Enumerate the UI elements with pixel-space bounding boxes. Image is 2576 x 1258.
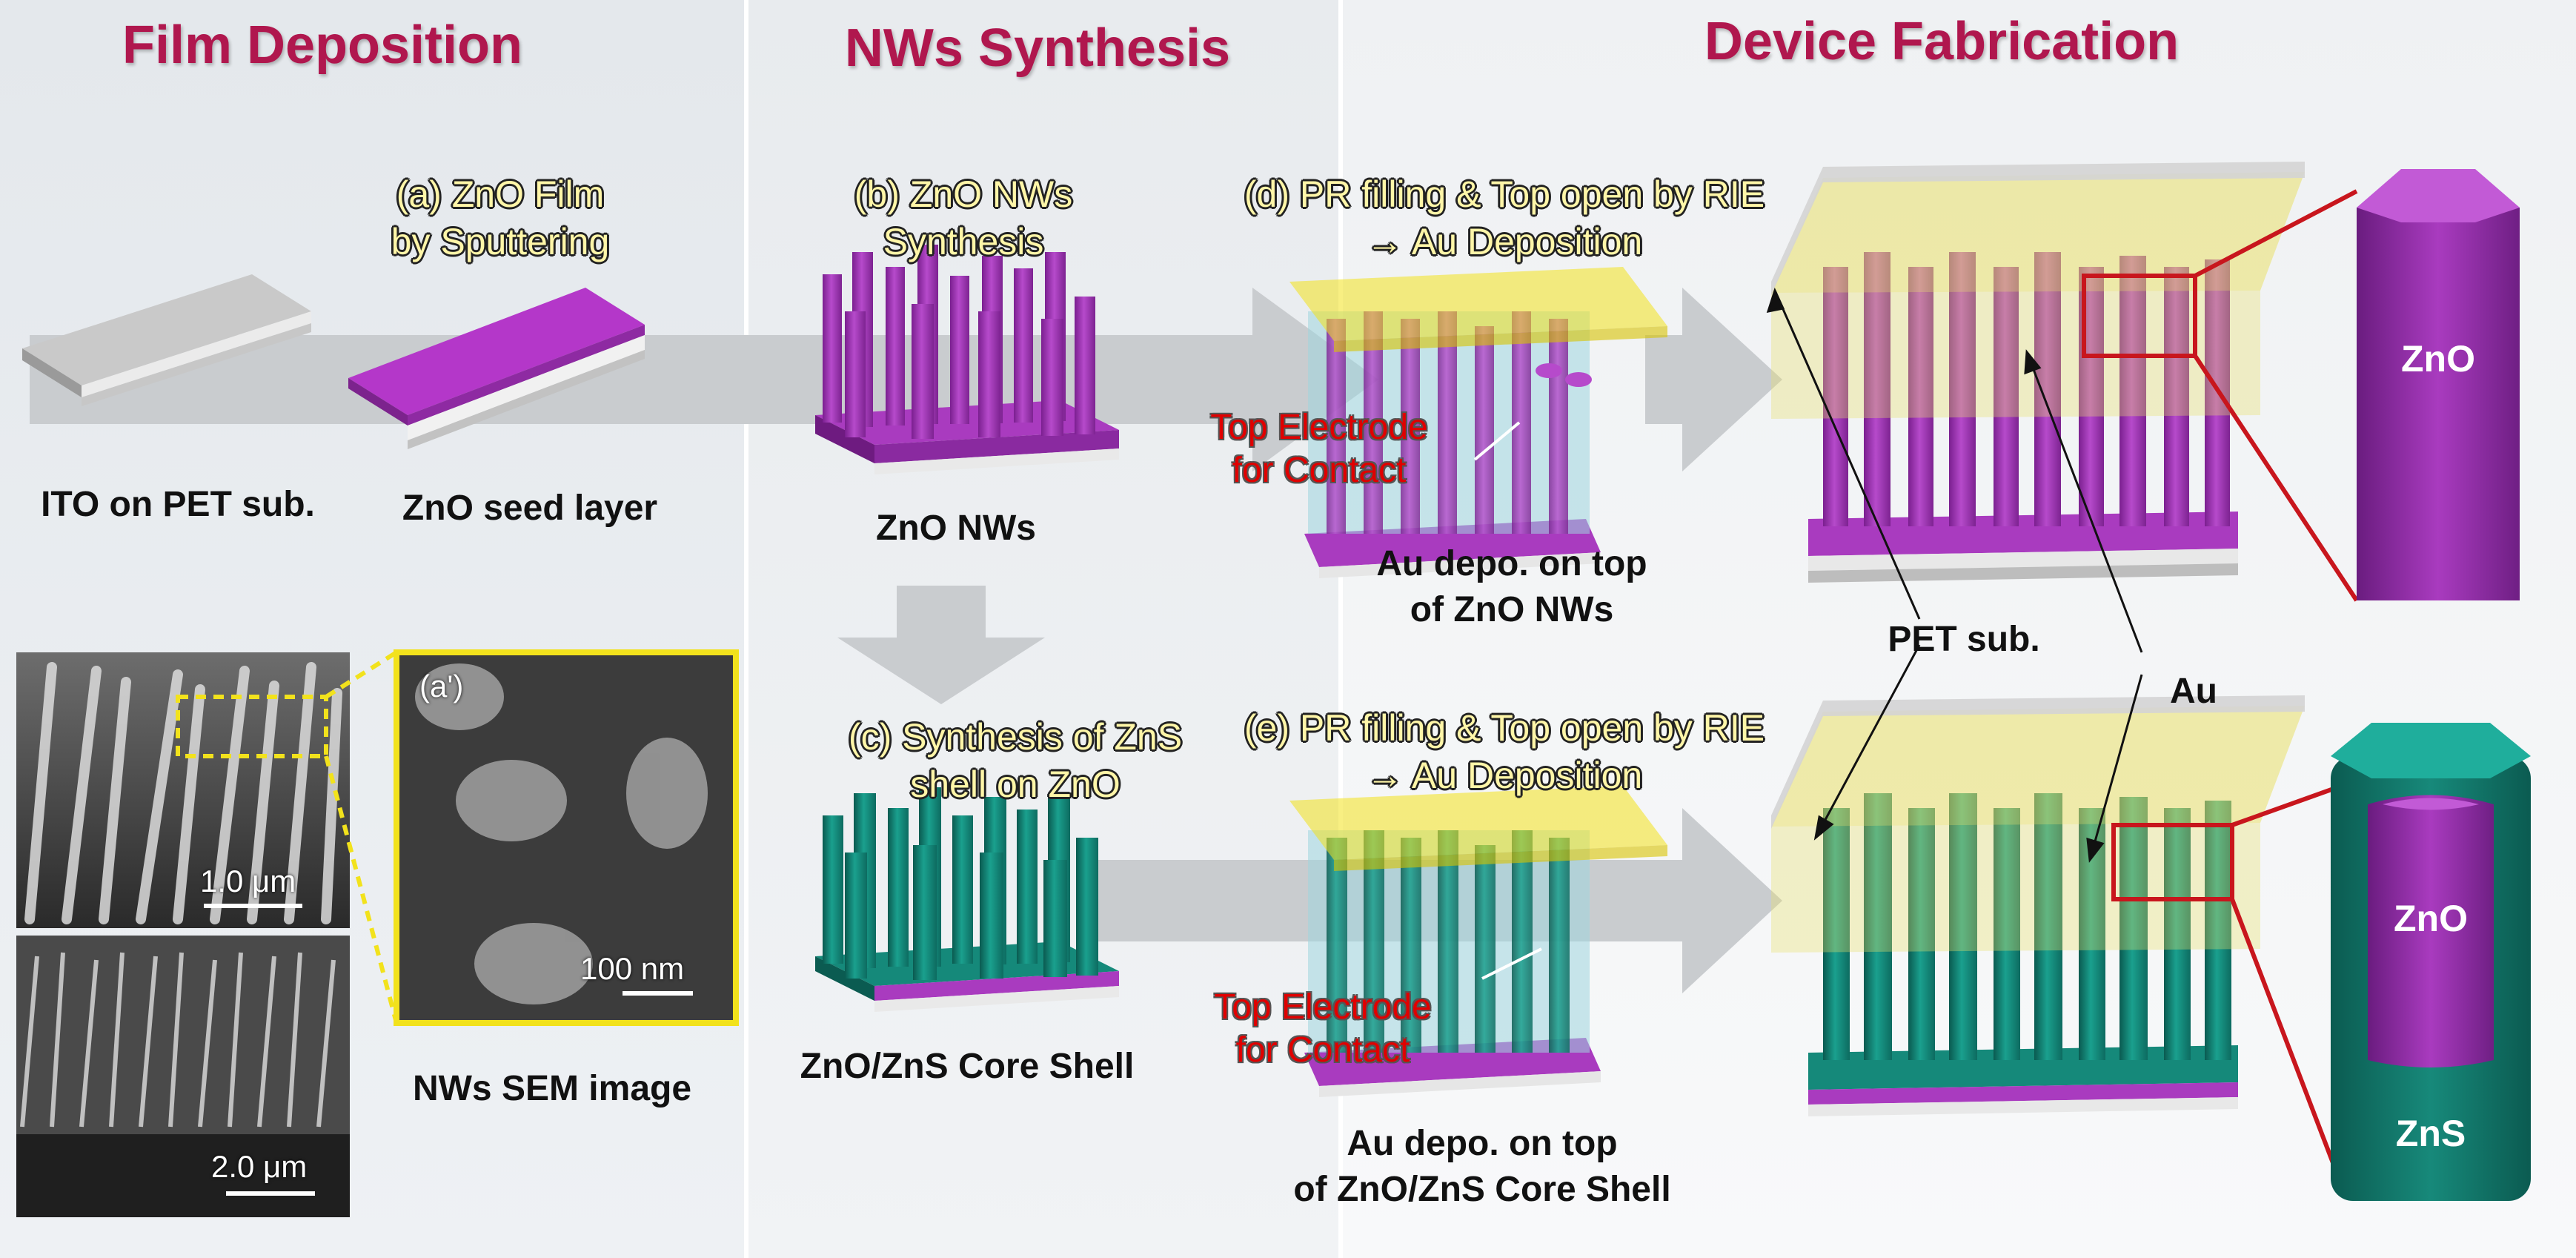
top-electrode-callout-2-line1: Top Electrode bbox=[1214, 987, 1432, 1027]
label-zno-seed-layer: ZnO seed layer bbox=[402, 489, 658, 528]
sem-inset bbox=[324, 649, 739, 1026]
device-core-shell bbox=[1771, 695, 2344, 1188]
step-a-caption: (a) ZnO Film by Sputtering bbox=[348, 171, 652, 265]
sem-inset-label: (a') bbox=[419, 669, 464, 704]
zno-seed-film bbox=[348, 288, 645, 449]
core-shell-nanowire-zoom bbox=[2331, 723, 2531, 1201]
pr-filled-zno-block bbox=[1289, 267, 1667, 578]
section-title-nws-synthesis: NWs Synthesis bbox=[844, 19, 1231, 78]
pr-filled-core-shell-block bbox=[1289, 786, 1667, 1097]
device-zno bbox=[1771, 162, 2359, 602]
ito-substrate bbox=[22, 274, 311, 406]
step-b-line2: Synthesis bbox=[883, 221, 1044, 262]
zno-zoom-label: ZnO bbox=[2401, 338, 2475, 380]
core-zoom-zns-label: ZnS bbox=[2395, 1113, 2466, 1154]
label-pet-sub: PET sub. bbox=[1888, 620, 2040, 659]
label-sem-image: NWs SEM image bbox=[412, 1069, 692, 1108]
annotation-lines bbox=[1766, 287, 2143, 863]
step-d-caption: (d) PR filling & Top open by RIE → Au De… bbox=[1186, 171, 1823, 265]
panel-divider bbox=[744, 0, 748, 1258]
core-zoom-zno-label: ZnO bbox=[2394, 898, 2468, 939]
step-e-caption: (e) PR filling & Top open by RIE → Au De… bbox=[1186, 704, 1823, 799]
label-au-depo-zno: Au depo. on top of ZnO NWs bbox=[1312, 541, 1712, 633]
panel-divider bbox=[1338, 0, 1343, 1258]
top-electrode-callout-2: Top Electrode for Contact bbox=[1197, 986, 1449, 1072]
core-shell-nanowires bbox=[815, 787, 1119, 1012]
sem-scale-1um: 1.0 μm bbox=[200, 864, 296, 898]
zno-nanowires bbox=[815, 245, 1119, 474]
step-d-line2: → Au Deposition bbox=[1366, 221, 1643, 262]
label-au-depo-core-shell-line2: of ZnO/ZnS Core Shell bbox=[1293, 1170, 1671, 1209]
step-d-line1: (d) PR filling & Top open by RIE bbox=[1244, 173, 1765, 215]
label-au-depo-core-shell: Au depo. on top of ZnO/ZnS Core Shell bbox=[1245, 1121, 1719, 1213]
step-b-caption: (b) ZnO NWs Synthesis bbox=[800, 171, 1126, 265]
top-electrode-callout-1: Top Electrode for Contact bbox=[1193, 406, 1445, 492]
sem-scale-2um: 2.0 μm bbox=[211, 1149, 308, 1184]
step-c-caption: (c) Synthesis of ZnS shell on ZnO bbox=[786, 713, 1245, 808]
section-title-film-deposition: Film Deposition bbox=[122, 16, 522, 75]
zno-nanowire-zoom bbox=[2357, 169, 2520, 600]
label-ito-on-pet: ITO on PET sub. bbox=[41, 485, 315, 524]
step-c-line1: (c) Synthesis of ZnS bbox=[848, 716, 1183, 758]
step-e-line1: (e) PR filling & Top open by RIE bbox=[1244, 707, 1765, 749]
step-e-line2: → Au Deposition bbox=[1366, 755, 1643, 796]
sem-image-top bbox=[16, 652, 350, 928]
step-a-line2: by Sputtering bbox=[391, 221, 610, 262]
sem-image-bottom bbox=[16, 936, 350, 1217]
top-electrode-callout-1-line1: Top Electrode bbox=[1210, 408, 1428, 447]
step-a-line1: (a) ZnO Film bbox=[396, 173, 605, 215]
step-b-line1: (b) ZnO NWs bbox=[854, 173, 1073, 215]
label-zno-nws: ZnO NWs bbox=[876, 509, 1036, 548]
label-au: Au bbox=[2170, 672, 2217, 711]
label-au-depo-core-shell-line1: Au depo. on top bbox=[1347, 1124, 1618, 1163]
sem-scale-100nm: 100 nm bbox=[580, 951, 685, 986]
label-au-depo-zno-line2: of ZnO NWs bbox=[1410, 590, 1614, 629]
label-au-depo-zno-line1: Au depo. on top bbox=[1376, 544, 1647, 583]
nws-synthesis-panel bbox=[748, 0, 1343, 1258]
section-title-device-fabrication: Device Fabrication bbox=[1704, 12, 2180, 71]
step-c-line2: shell on ZnO bbox=[910, 764, 1121, 805]
top-electrode-callout-1-line2: for Contact bbox=[1232, 451, 1407, 490]
label-core-shell: ZnO/ZnS Core Shell bbox=[800, 1047, 1135, 1086]
top-electrode-callout-2-line2: for Contact bbox=[1235, 1030, 1410, 1070]
